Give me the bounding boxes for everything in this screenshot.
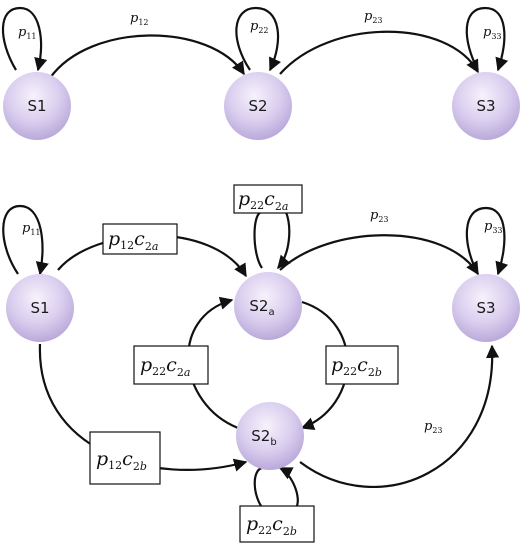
- node-top-s1-label: S1: [27, 97, 46, 115]
- edge-label-top-p12: p12: [130, 11, 149, 27]
- svg-text:p12c2b: p12c2b: [96, 448, 147, 473]
- edge-bottom-p33-self-loop: [465, 206, 509, 276]
- svg-text:p12c2a: p12c2a: [108, 228, 158, 253]
- box-label-s1-to-s2b: p12c2b: [89, 431, 161, 485]
- edge-bottom-s2b-to-s3: [299, 344, 500, 488]
- edge-top-s2-to-s3: [279, 30, 479, 75]
- node-bottom-s3: S3: [452, 274, 520, 342]
- edge-top-p33-self-loop: [465, 6, 509, 72]
- svg-text:p22c2a: p22c2a: [140, 354, 190, 379]
- edge-label-bottom-p33: p33: [484, 219, 503, 235]
- edge-label-top-p22: p22: [250, 19, 269, 35]
- node-bottom-s1: S1: [6, 274, 74, 342]
- node-top-s2-label: S2: [248, 97, 267, 115]
- box-label-s2a-to-s2b: p22c2b: [325, 345, 399, 385]
- box-label-s2b-to-s2a: p22c2a: [133, 345, 209, 385]
- svg-text:p22c2b: p22c2b: [246, 513, 297, 538]
- top-diagram: S1 S2 S3 p11 p12 p22 p23 p33: [1, 6, 520, 140]
- edge-top-p22-self-loop: [235, 6, 282, 72]
- edge-bottom-s2b-self-loop: [253, 468, 299, 511]
- node-bottom-s2b: S2b: [236, 402, 304, 470]
- box-label-s1-to-s2a: p12c2a: [102, 223, 178, 255]
- node-top-s1: S1: [3, 72, 71, 140]
- node-bottom-s1-label: S1: [30, 299, 49, 317]
- edge-top-s1-to-s2: [49, 34, 245, 79]
- edge-bottom-s2a-to-s3: [279, 234, 479, 276]
- edge-label-top-p33: p33: [483, 25, 502, 41]
- node-bottom-s3-label: S3: [476, 299, 495, 317]
- edge-bottom-p11-self-loop: [2, 204, 49, 276]
- bottom-diagram: S1 S2a S2b S3 p11 p23 p33 p23: [2, 184, 520, 543]
- box-label-s2b-self: p22c2b: [239, 505, 315, 543]
- node-bottom-s2a-label: S2a: [249, 297, 274, 318]
- svg-text:p22c2b: p22c2b: [331, 354, 382, 379]
- edge-label-top-p11: p11: [18, 25, 37, 41]
- edge-label-bottom-p11: p11: [22, 221, 41, 237]
- node-top-s2: S2: [224, 72, 292, 140]
- edge-label-bottom-p23-upper: p23: [370, 208, 389, 224]
- node-top-s3: S3: [452, 72, 520, 140]
- box-label-s2a-self: p22c2a: [233, 184, 303, 214]
- edge-top-p11-self-loop: [1, 6, 48, 72]
- svg-text:p22c2a: p22c2a: [238, 188, 288, 213]
- edge-label-bottom-p23-lower: p23: [424, 419, 443, 435]
- node-bottom-s2a: S2a: [234, 272, 302, 340]
- node-top-s3-label: S3: [476, 97, 495, 115]
- edge-bottom-s2a-self-loop: [253, 210, 290, 268]
- edge-label-top-p23: p23: [364, 9, 383, 25]
- node-bottom-s2b-label: S2b: [251, 427, 276, 448]
